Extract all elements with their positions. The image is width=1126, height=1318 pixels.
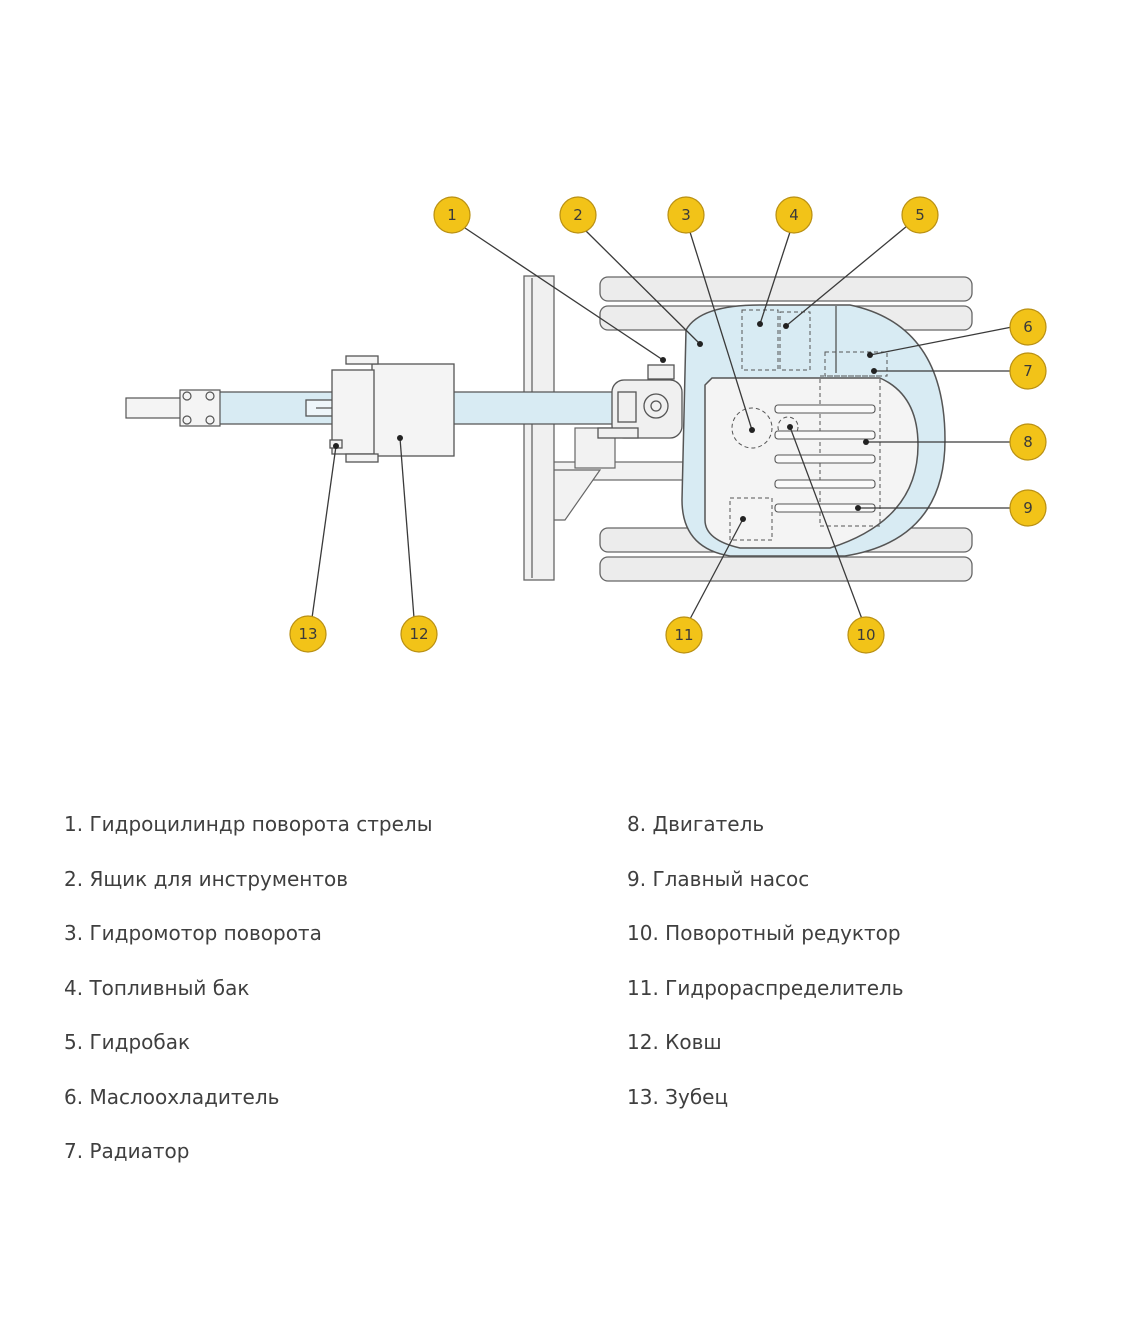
- callout-3-label: 3: [681, 206, 691, 224]
- callout-1: 1: [433, 196, 471, 234]
- legend-left-column: 1. Гидроцилиндр поворота стрелы 2. Ящик …: [64, 814, 433, 1196]
- legend-item: 9. Главный насос: [627, 866, 810, 891]
- callout-5-label: 5: [915, 206, 925, 224]
- callout-12-label: 12: [409, 625, 428, 643]
- callout-11-label: 11: [674, 626, 693, 644]
- swing-mount: [597, 364, 683, 439]
- hidden-components: [729, 309, 888, 541]
- callout-9: 9: [1009, 489, 1047, 527]
- legend-item: 12. Ковш: [627, 1030, 722, 1054]
- callout-13-label: 13: [298, 625, 317, 643]
- callout-4: 4: [775, 196, 813, 234]
- callout-5: 5: [901, 196, 939, 234]
- legend-item: 7. Радиатор: [64, 1139, 190, 1163]
- bucket: [329, 355, 455, 463]
- callout-13: 13: [289, 615, 327, 653]
- callout-7: 7: [1009, 352, 1047, 390]
- callout-7-label: 7: [1023, 362, 1033, 380]
- callout-1-label: 1: [447, 206, 457, 224]
- legend-item: 10. Поворотный редуктор: [627, 921, 901, 945]
- callout-2: 2: [559, 196, 597, 234]
- legend-item: 2. Ящик для инструментов: [64, 866, 349, 891]
- callout-6: 6: [1009, 308, 1047, 346]
- legend-item: 13. Зубец: [627, 1084, 729, 1109]
- legend-right-column: 8. Двигатель 9. Главный насос 10. Поворо…: [627, 814, 904, 1141]
- legend-item: 1. Гидроцилиндр поворота стрелы: [64, 812, 433, 836]
- legend-item: 6. Маслоохладитель: [64, 1084, 280, 1109]
- callout-6-label: 6: [1023, 318, 1033, 336]
- callout-8-label: 8: [1023, 433, 1033, 451]
- legend-item: 3. Гидромотор поворота: [64, 921, 322, 945]
- callout-10-label: 10: [856, 626, 875, 644]
- legend-item: 4. Топливный бак: [64, 975, 250, 1000]
- leader-dots: [333, 321, 877, 522]
- callout-11: 11: [665, 616, 703, 654]
- callout-12: 12: [400, 615, 438, 653]
- undercarriage-frame: [547, 427, 699, 521]
- dozer-blade: [523, 275, 555, 581]
- callout-8: 8: [1009, 423, 1047, 461]
- excavator-diagram: 1 2 3 4 5 6 7 8 9 10 11 12 13: [125, 196, 1047, 654]
- callout-4-label: 4: [789, 206, 799, 224]
- legend-item: 5. Гидробак: [64, 1030, 191, 1054]
- leader-lines: [311, 225, 1013, 620]
- engine-slots: [774, 404, 876, 513]
- callout-10: 10: [847, 616, 885, 654]
- legend-item: 11. Гидрораспределитель: [627, 975, 904, 1000]
- callout-2-label: 2: [573, 206, 583, 224]
- arm-end: [125, 389, 221, 427]
- callout-9-label: 9: [1023, 499, 1033, 517]
- legend-item: 8. Двигатель: [627, 812, 765, 836]
- callout-3: 3: [667, 196, 705, 234]
